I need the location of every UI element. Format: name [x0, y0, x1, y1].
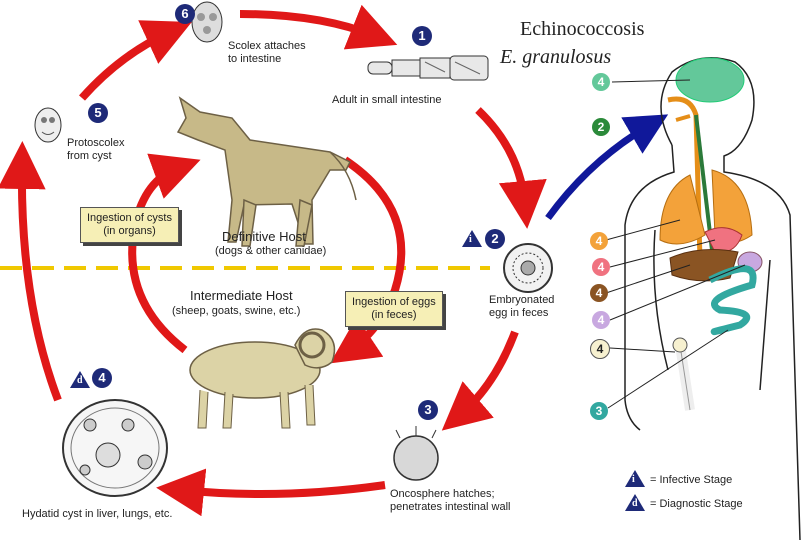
stage-6-label: Scolex attaches to intestine	[228, 40, 306, 65]
intermediate-host-examples: (sheep, goats, swine, etc.)	[172, 305, 301, 317]
stage-4-badge: 4	[92, 368, 112, 388]
sheep-illustration	[189, 328, 336, 429]
stage-3-label: Oncosphere hatches; penetrates intestina…	[390, 488, 511, 513]
stage-5-label: Protoscolex from cyst	[67, 137, 125, 162]
legend-infective-label: = Infective Stage	[650, 474, 733, 486]
hydatid-cyst-illustration	[62, 399, 168, 497]
human-figure-illustration	[624, 57, 801, 540]
stage-1-badge: 1	[412, 26, 432, 46]
egg-illustration	[503, 243, 553, 293]
infective-stage-icon: i	[462, 230, 482, 247]
dog-illustration	[176, 96, 357, 247]
species-name: E. granulosus	[500, 46, 612, 68]
body-stage-4-brain: 4	[592, 73, 610, 91]
arrow-4-to-5	[0, 141, 62, 402]
stage-6-badge: 6	[175, 4, 195, 24]
stage-1-label: Adult in small intestine	[332, 94, 442, 106]
diagnostic-stage-icon: d	[70, 371, 90, 388]
definitive-host-title: Definitive Host	[222, 229, 306, 244]
stage-5-badge: 5	[88, 103, 108, 123]
oncosphere-illustration	[393, 426, 439, 481]
body-stage-4-bone: 4	[590, 339, 610, 359]
definitive-host-examples: (dogs & other canidae)	[215, 245, 327, 257]
protoscolex-illustration	[34, 107, 62, 143]
intermediate-host-title: Intermediate Host	[190, 288, 293, 303]
legend-diagnostic-icon: d	[625, 494, 645, 511]
body-stage-4-liver: 4	[590, 284, 608, 302]
arrow-dog-to-sheep	[330, 156, 406, 364]
stage-4-label: Hydatid cyst in liver, lungs, etc.	[22, 508, 173, 520]
legend-infective-icon: i	[625, 470, 645, 487]
arrow-5-to-6	[79, 20, 192, 101]
body-stage-4-spleen: 4	[592, 311, 610, 329]
body-stage-3-intestine: 3	[590, 402, 608, 420]
ingestion-cysts-box: Ingestion of cysts (in organs)	[80, 207, 179, 243]
body-stage-2-ingestion: 2	[592, 118, 610, 136]
arrow-sheep-to-dog	[128, 153, 201, 354]
scolex-illustration	[191, 1, 223, 43]
stage-3-badge: 3	[418, 400, 438, 420]
legend-diagnostic-label: = Diagnostic Stage	[650, 498, 743, 510]
arrow-2-to-3	[441, 330, 519, 431]
body-stage-4-heart: 4	[592, 258, 610, 276]
arrow-6-to-1	[239, 4, 398, 50]
stage-2-badge: 2	[485, 229, 505, 249]
adult-worm-illustration	[367, 55, 489, 81]
human-organs-illustration	[659, 57, 763, 411]
diagram-title: Echinococcosis	[520, 18, 645, 40]
ingestion-eggs-box: Ingestion of eggs (in feces)	[345, 291, 443, 327]
arrow-egg-to-human	[545, 114, 669, 221]
arrow-3-to-4	[156, 468, 386, 517]
stage-2-label: Embryonated egg in feces	[489, 294, 555, 319]
arrow-1-to-2	[475, 107, 547, 229]
body-stage-4-lungs: 4	[590, 232, 608, 250]
